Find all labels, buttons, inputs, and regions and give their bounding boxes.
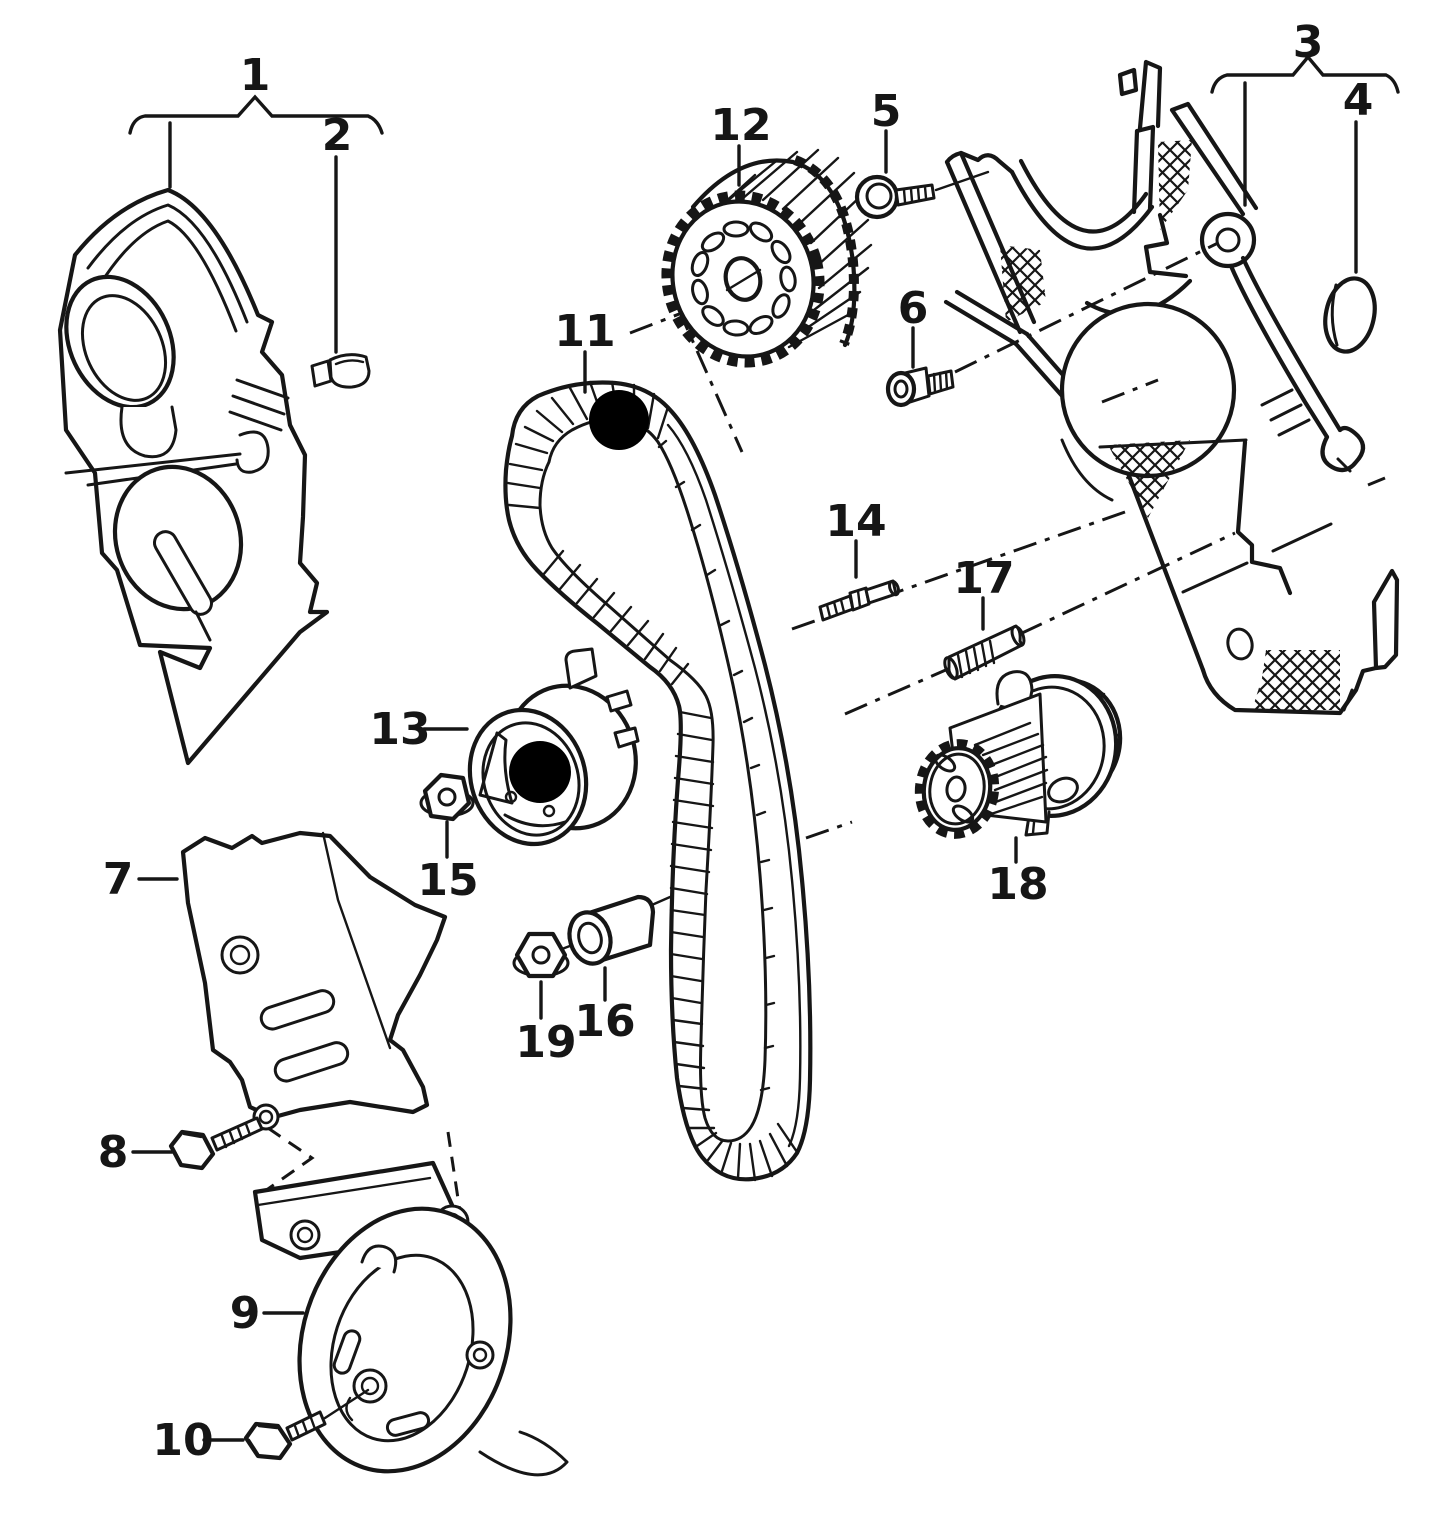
callout-7-label: 7 [103,854,134,905]
callout-9-label: 9 [230,1288,261,1339]
callout-17-label: 17 [953,553,1014,604]
callout-5-label: 5 [871,86,902,137]
part-10-hex-bolt [243,1388,370,1461]
part-1-timing-belt-cover [57,187,330,766]
part-7-middle-cover [180,830,448,1131]
marker-dot-tensioner [509,741,571,803]
part-15-flange-nut [419,772,475,822]
callout-13-label: 13 [369,704,430,755]
callout-1-bracket [128,94,384,135]
callout-3-label: 3 [1293,17,1324,68]
part-6-socket-head-bolt [885,366,955,408]
part-5-bolt [854,170,990,220]
part-16-roller-sleeve [560,894,672,966]
callout-14-label: 14 [825,496,886,547]
hidden-assembly-lines [257,1126,462,1213]
part-4-sealing-cap [1323,276,1377,354]
part-18-coolant-pump [914,670,1123,839]
part-17-stud [943,624,1026,681]
callout-4-label: 4 [1343,75,1374,126]
callout-8-label: 8 [98,1127,129,1178]
callout-19-label: 19 [515,1017,576,1068]
callout-16-label: 16 [574,996,635,1047]
callout-1-label: 1 [240,50,271,101]
callout-6-label: 6 [898,283,929,334]
part-2-retaining-clip [310,353,371,389]
part-3-rear-timing-cover [943,59,1400,716]
part-9-lower-backing-plate [252,1160,569,1477]
gear-holes [690,220,797,337]
part-11-timing-belt [503,380,813,1182]
callout-18-label: 18 [987,859,1048,910]
marker-dot-belt [589,390,649,450]
part-19-flange-nut [512,931,570,979]
callout-15-label: 15 [417,855,478,906]
callout-12-label: 12 [710,100,771,151]
part-14-stud [818,579,900,622]
part-8-hex-bolt [168,1116,264,1171]
callout-system: 1 2 3 4 5 6 7 8 9 10 11 12 13 14 15 16 1… [98,17,1400,1466]
callout-10-label: 10 [152,1415,213,1466]
part-12-camshaft-gear [661,148,873,368]
callout-2-label: 2 [322,110,353,161]
callout-3-bracket [1210,54,1400,94]
callout-11-label: 11 [554,306,615,357]
